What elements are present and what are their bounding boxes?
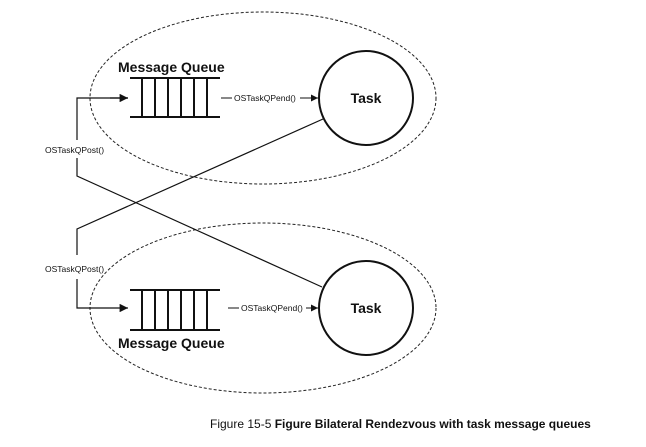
top-pend-label: OSTaskQPend() [234,93,296,103]
top-queue-label: Message Queue [118,59,225,75]
bottom-queue-slots [141,290,208,330]
figure-caption: Figure 15-5 Figure Bilateral Rendezvous … [210,417,591,431]
bottom-pend-label: OSTaskQPend() [241,303,303,313]
post-to-bottom-queue-lower [76,279,110,309]
post-to-top-queue-upper [76,97,128,140]
bottom-task-label: Task [351,300,382,316]
post-to-top-queue: OSTaskQPost() [45,93,323,288]
top-dashed-boundary [89,11,437,185]
bottom-group: Message Queue Task OSTaskQPend() [89,222,437,394]
post-from-top-task-line [76,118,324,255]
bottom-task-circle [318,260,414,356]
post-from-bottom-task-line [76,158,323,288]
top-task-circle [318,50,414,146]
bottom-queue-label: Message Queue [118,335,225,351]
bottom-message-queue [130,289,220,331]
top-post-label: OSTaskQPost() [45,145,104,155]
bottom-post-label: OSTaskQPost() [45,264,104,274]
caption-prefix: Figure 15-5 [210,417,275,431]
caption-title: Figure Bilateral Rendezvous with task me… [274,417,591,431]
top-group: Message Queue Task OSTaskQPend() [89,11,437,185]
top-message-queue [130,77,220,118]
top-queue-slots [141,78,208,117]
top-task-label: Task [351,90,382,106]
post-to-bottom-queue: OSTaskQPost() [45,118,324,313]
